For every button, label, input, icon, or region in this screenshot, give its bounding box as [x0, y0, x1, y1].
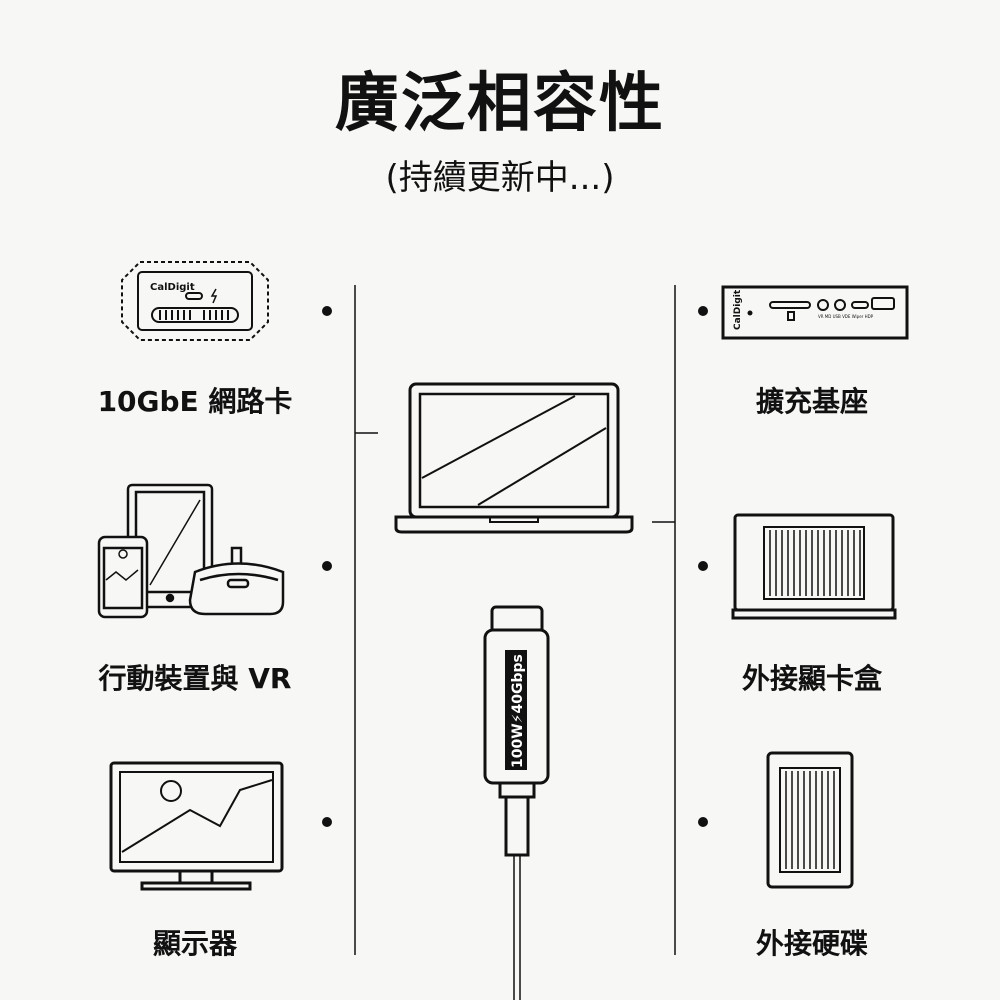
page-title: 廣泛相容性 [335, 67, 665, 141]
bullet-dot [698, 817, 708, 827]
label-network-adapter: 10GbE 網路卡 [97, 385, 293, 418]
label-monitor: 顯示器 [152, 927, 237, 960]
label-mobile-vr: 行動裝置與 VR [98, 662, 292, 695]
bullet-dot [322, 817, 332, 827]
docking-station-icon: CalDigit VR MD USB VDE Wiper HDP [721, 285, 909, 340]
bullet-dot [698, 561, 708, 571]
bullet-dot [322, 306, 332, 316]
network-adapter-icon: CalDigit [121, 261, 269, 341]
svg-text:100W⚡40Gbps: 100W⚡40Gbps [510, 654, 526, 768]
monitor-icon [109, 761, 284, 891]
svg-text:CalDigit: CalDigit [733, 289, 743, 330]
external-ssd-icon [766, 751, 854, 889]
page-subtitle: (持續更新中...) [385, 158, 615, 198]
label-dock: 擴充基座 [755, 385, 868, 418]
bullet-dot [698, 306, 708, 316]
label-ssd: 外接硬碟 [755, 927, 868, 960]
bullet-dot [322, 561, 332, 571]
usb-c-cable-icon: 100W⚡40Gbps [483, 605, 550, 1000]
mobile-devices-vr-icon [97, 483, 285, 619]
egpu-enclosure-icon [731, 513, 897, 620]
svg-text:VR MD USB VDE Wiper HDP: VR MD USB VDE Wiper HDP [818, 314, 874, 319]
svg-text:CalDigit: CalDigit [150, 282, 195, 293]
label-egpu: 外接顯卡盒 [741, 662, 882, 695]
laptop-icon [394, 382, 634, 534]
